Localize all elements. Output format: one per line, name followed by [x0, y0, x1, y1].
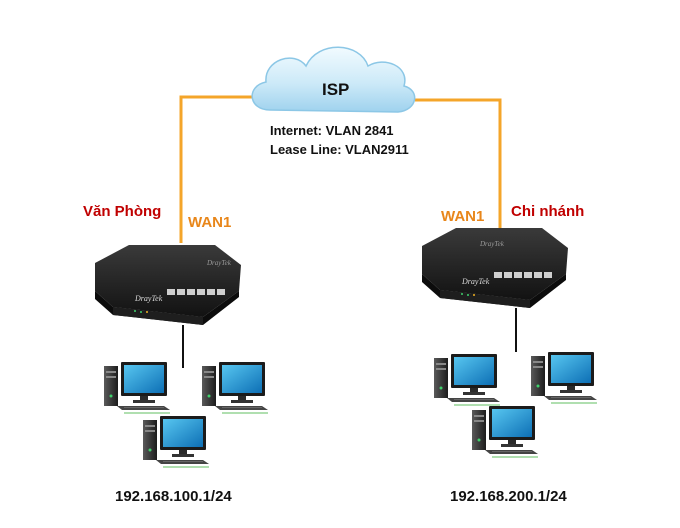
router-brand-left: DrayTek	[206, 259, 232, 267]
router-brand-right-front: DrayTek	[461, 277, 490, 286]
router-right-icon: DrayTek DrayTek	[422, 228, 568, 308]
router-brand-left-front: DrayTek	[134, 294, 163, 303]
isp-label: ISP	[322, 80, 350, 99]
computer-icon	[530, 351, 598, 405]
right-wan-label: WAN1	[441, 208, 485, 225]
computer-icon	[142, 415, 210, 469]
computer-icon	[433, 353, 501, 407]
wan-link-right	[415, 98, 502, 241]
computer-icon	[201, 361, 269, 415]
computer-icon	[103, 361, 171, 415]
wan-link-left	[179, 95, 282, 243]
internet-vlan-label: Internet: VLAN 2841	[270, 123, 394, 138]
lease-line-vlan-label: Lease Line: VLAN2911	[270, 142, 409, 157]
computer-icon	[471, 405, 539, 459]
router-brand-right: DrayTek	[479, 240, 505, 248]
left-subnet-label: 192.168.100.1/24	[115, 488, 232, 505]
right-subnet-label: 192.168.200.1/24	[450, 488, 567, 505]
left-wan-label: WAN1	[188, 214, 232, 231]
isp-cloud-icon	[251, 46, 416, 113]
right-site-name: Chi nhánh	[511, 203, 585, 220]
router-left-icon: DrayTek DrayTek	[95, 245, 241, 325]
left-site-name: Văn Phòng	[83, 203, 162, 220]
